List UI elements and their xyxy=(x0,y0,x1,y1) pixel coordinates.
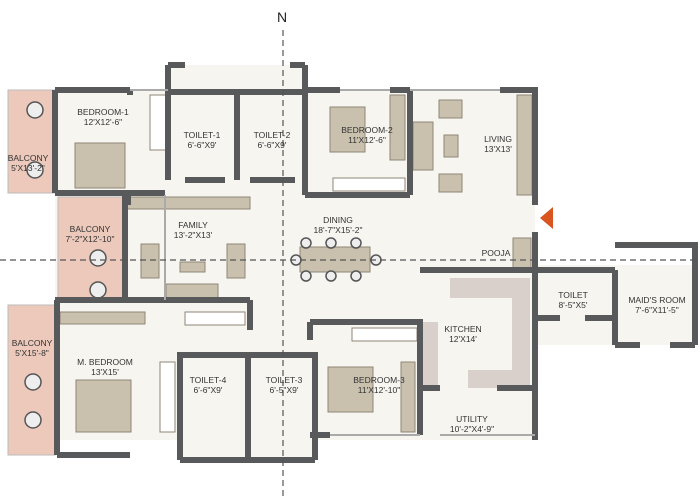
wardrobe-icon xyxy=(389,94,406,161)
room-label-pooja: POOJA xyxy=(481,248,511,258)
armchair-icon xyxy=(140,243,160,279)
armchair-icon xyxy=(438,99,463,119)
wardrobe-icon xyxy=(400,361,416,433)
walls xyxy=(52,62,698,463)
wardrobe-icon xyxy=(516,94,533,196)
chairs xyxy=(24,101,382,429)
balcony-3-floor xyxy=(7,304,56,456)
kitchen-counter xyxy=(422,278,530,388)
balcony-2-floor xyxy=(57,196,124,301)
wardrobe-icon xyxy=(332,177,406,192)
furniture xyxy=(59,94,533,433)
bed-icon xyxy=(74,142,126,189)
entry-arrow-icon xyxy=(540,207,553,229)
wardrobe-icon xyxy=(159,361,176,433)
axis-lines xyxy=(0,30,700,500)
armchair-icon xyxy=(438,173,463,193)
bed-icon xyxy=(329,106,366,153)
table-icon xyxy=(179,261,206,273)
north-label: N xyxy=(277,9,288,25)
bed-icon xyxy=(327,366,374,413)
coffee-table-icon xyxy=(443,134,459,158)
wardrobe-icon xyxy=(124,196,251,210)
sofa-icon xyxy=(412,121,434,171)
armchair-icon xyxy=(226,243,246,279)
wardrobe-icon xyxy=(351,327,418,342)
wardrobe-icon xyxy=(184,311,246,326)
bed-icon xyxy=(75,379,132,433)
pooja-unit-icon xyxy=(512,237,532,271)
wardrobe-icon xyxy=(59,311,146,325)
windows xyxy=(130,89,535,436)
